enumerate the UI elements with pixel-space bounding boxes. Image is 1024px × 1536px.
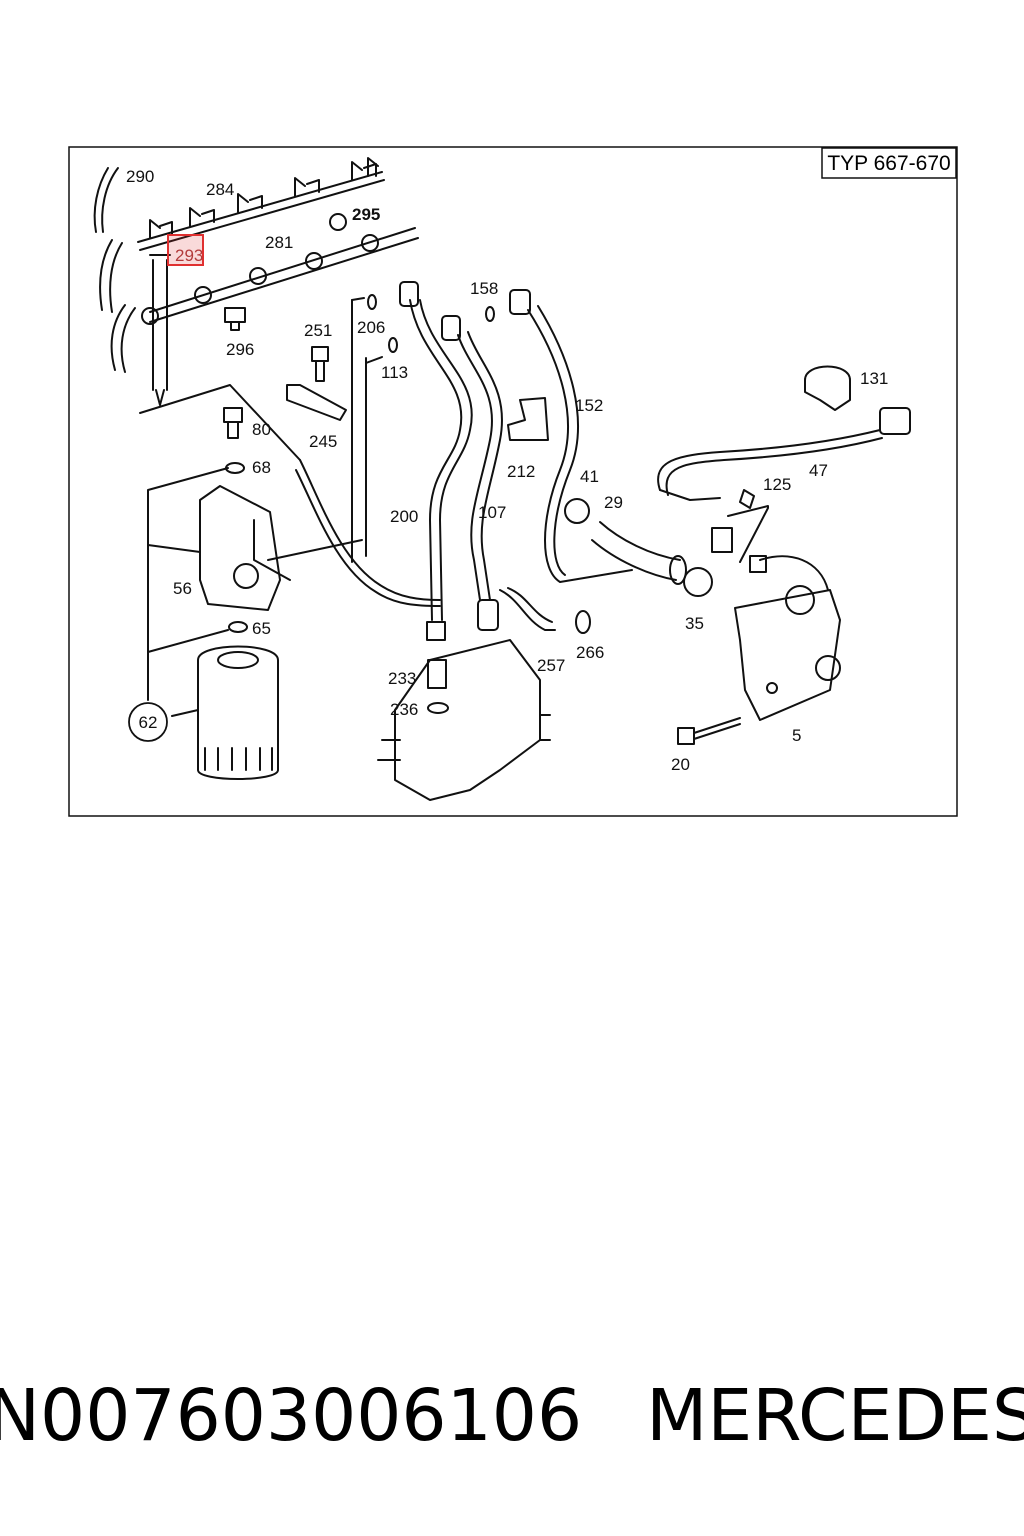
label-200: 200: [390, 507, 418, 526]
diagram-frame: [68, 146, 958, 817]
label-212: 212: [507, 462, 535, 481]
label-5: 5: [792, 726, 801, 745]
hose-clamp-35: [683, 567, 713, 597]
label-65: 65: [252, 619, 271, 638]
group-bracket: [147, 467, 229, 717]
label-236: 236: [390, 700, 418, 719]
seal-65: [228, 621, 248, 633]
highlight-box-293[interactable]: [167, 234, 204, 266]
fuel-pipe-206: [351, 299, 367, 563]
coolant-hose-29: [591, 521, 681, 581]
label-158: 158: [470, 279, 498, 298]
leader-injector: [139, 384, 301, 461]
fitting-257: [499, 589, 556, 631]
bolt-20: [677, 717, 741, 745]
label-62: 62: [139, 713, 158, 732]
label-62-circle: [128, 702, 168, 742]
injector-nozzle: [149, 254, 171, 406]
fitting-125: [739, 489, 755, 509]
callout-labels: 290 284 295 281 293 296 251 206 113 158 …: [126, 167, 888, 774]
part-number: N007603006106: [0, 1373, 583, 1457]
label-113: 113: [381, 363, 408, 382]
leak-off-line-lower: [149, 227, 419, 323]
footer: N007603006106 MERCEDES: [0, 1360, 1024, 1470]
label-47: 47: [809, 461, 828, 480]
label-56: 56: [173, 579, 192, 598]
fuel-pipe-200: [409, 299, 463, 621]
screw-251: [311, 346, 329, 382]
label-20: 20: [671, 755, 690, 774]
hose-clamp-41: [564, 498, 590, 524]
label-290: 290: [126, 167, 154, 186]
leak-off-line-upper: [137, 171, 385, 251]
label-245: 245: [309, 432, 337, 451]
fuel-pipe-107: [457, 334, 493, 601]
label-293[interactable]: 293: [175, 246, 203, 265]
label-125: 125: [763, 475, 791, 494]
fuel-pipe-152: [527, 309, 633, 583]
label-251: 251: [304, 321, 332, 340]
clamp-212: [507, 397, 549, 441]
label-295: 295: [352, 205, 380, 224]
return-hose: [101, 167, 119, 233]
label-257: 257: [537, 656, 565, 675]
label-284: 284: [206, 180, 234, 199]
filter-head-56: [199, 485, 281, 611]
label-131: 131: [860, 369, 888, 388]
label-281: 281: [265, 233, 293, 252]
parts-diagram: TYP 667-670: [68, 146, 958, 817]
clip-131: [804, 365, 851, 411]
label-233: 233: [388, 669, 416, 688]
vent-screw-80: [223, 407, 243, 439]
seal-ring-295: [329, 213, 347, 231]
label-152: 152: [575, 396, 603, 415]
type-label: TYP 667-670: [827, 152, 950, 175]
label-107: 107: [478, 503, 506, 522]
label-29: 29: [604, 493, 623, 512]
type-box: [821, 147, 957, 179]
housing-5: [734, 589, 841, 721]
bolt-296: [224, 307, 246, 331]
sensor-cable-47: [657, 429, 881, 491]
injection-pump: [394, 639, 541, 801]
label-296: 296: [226, 340, 254, 359]
label-35: 35: [685, 614, 704, 633]
bracket-245: [286, 384, 347, 421]
label-41: 41: [580, 467, 599, 486]
fuel-filter-62: [197, 645, 279, 780]
label-68: 68: [252, 458, 271, 477]
label-206: 206: [357, 318, 385, 337]
seal-266: [575, 610, 591, 634]
label-80: 80: [252, 420, 271, 439]
label-266: 266: [576, 643, 604, 662]
brand-name: MERCEDES: [646, 1373, 1024, 1457]
leak-off-clips: [149, 157, 379, 239]
